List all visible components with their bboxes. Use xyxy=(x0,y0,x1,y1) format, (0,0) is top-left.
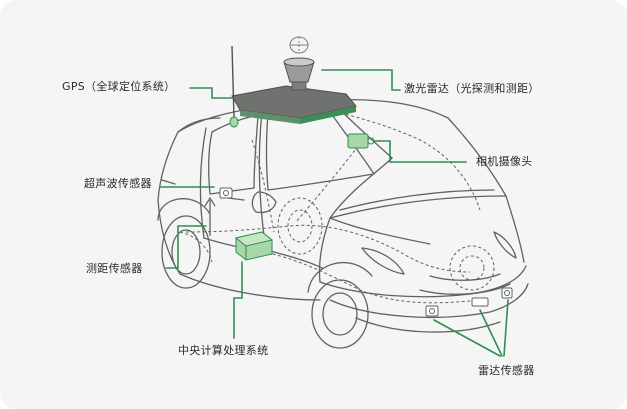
label-lidar: 激光雷达（光探测和测距） xyxy=(404,82,540,95)
leader-radar-right xyxy=(503,299,509,357)
car-body xyxy=(157,99,529,349)
label-radar: 雷达传感器 xyxy=(478,364,535,377)
label-ultrasonic: 超声波传感器 xyxy=(84,177,152,190)
gps-antenna xyxy=(229,45,239,128)
radar-sensors xyxy=(425,287,513,317)
label-gps: GPS（全球定位系统） xyxy=(62,80,176,93)
lidar-beam-icon xyxy=(289,36,309,54)
leader-gps xyxy=(189,87,233,99)
rangefinder-sensor xyxy=(204,196,216,236)
leader-computer xyxy=(233,261,243,339)
leader-camera xyxy=(373,140,467,163)
leader-radar-mid xyxy=(479,309,503,357)
roof-rack xyxy=(231,85,357,124)
central-computer-box xyxy=(234,231,274,261)
sensor-wiring xyxy=(179,109,495,304)
leader-radar-left xyxy=(433,319,501,357)
label-camera: 相机摄像头 xyxy=(476,155,533,168)
ultrasonic-sensor xyxy=(219,187,233,199)
label-central-computer: 中央计算处理系统 xyxy=(178,344,269,357)
lidar-unit xyxy=(283,57,315,91)
camera-sensor xyxy=(347,133,375,149)
leader-rangefinder xyxy=(165,225,207,269)
leader-lidar xyxy=(321,69,401,91)
leader-lines xyxy=(159,69,509,357)
label-rangefinder: 测距传感器 xyxy=(86,262,143,275)
